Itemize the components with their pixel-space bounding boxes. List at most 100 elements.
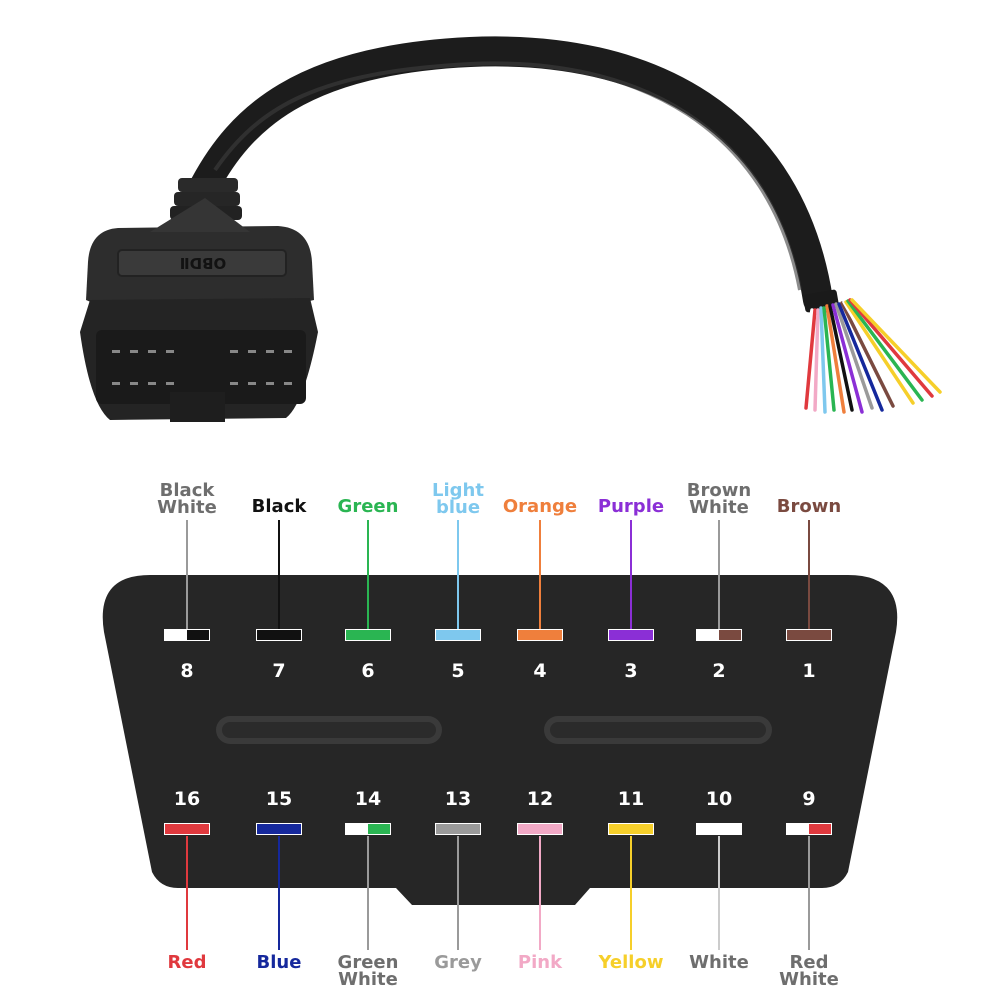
pin-16-label: Red — [127, 952, 247, 973]
pin-9-color — [787, 824, 809, 834]
pin-13-lead — [457, 836, 459, 950]
pin-14-label-line: White — [338, 969, 398, 990]
pin-3-color — [609, 630, 653, 640]
pin-3-swatch — [608, 629, 654, 641]
pin-5-color — [436, 630, 480, 640]
pin-14-label-line: Green — [337, 952, 399, 973]
pin-4-label: Orange — [480, 498, 600, 516]
pin-6-swatch — [345, 629, 391, 641]
pin-2-number: 2 — [712, 660, 726, 682]
pin-14-swatch — [345, 823, 391, 835]
pin-10-color — [697, 824, 741, 834]
bare-wires — [793, 298, 942, 414]
pin-7-label: Black — [219, 496, 339, 517]
pin-11-label-line: Yellow — [598, 952, 664, 973]
pin-2-color — [697, 630, 719, 640]
pin-1-number: 1 — [802, 660, 816, 682]
pin-9-lead — [808, 836, 810, 950]
pin-12-color — [518, 824, 562, 834]
pin-8-color — [187, 630, 209, 640]
pin-2-label-line: White — [689, 497, 749, 518]
pin-5-label-line: blue — [435, 497, 481, 518]
pin-2-color — [719, 630, 741, 640]
pin-14-number: 14 — [354, 788, 382, 810]
pin-15-number: 15 — [265, 788, 293, 810]
pin-8-number: 8 — [180, 660, 194, 682]
pin-5-label-line: Light — [432, 480, 484, 501]
pin-15-label-line: Blue — [256, 952, 302, 973]
pin-16-color — [165, 824, 209, 834]
pin-10-label: White — [659, 952, 779, 973]
pin-7-label-line: Black — [251, 496, 307, 517]
pin-5-number: 5 — [451, 660, 465, 682]
pin-8-lead — [186, 520, 188, 630]
pin-15-color — [257, 824, 301, 834]
connector-label: OBDⅡ — [180, 254, 227, 272]
pin-1-swatch — [786, 629, 832, 641]
pin-10-number: 10 — [705, 788, 733, 810]
pin-9-swatch — [786, 823, 832, 835]
pin-8-color — [165, 630, 187, 640]
pin-9-color — [809, 824, 831, 834]
pin-12-label: Pink — [480, 952, 600, 973]
pin-14-color — [368, 824, 390, 834]
pin-15-label: Blue — [219, 952, 339, 973]
cable — [190, 36, 833, 315]
pin-4-lead — [539, 520, 541, 630]
pin-11-label: Yellow — [571, 952, 691, 973]
pin-4-color — [518, 630, 562, 640]
pin-15-swatch — [256, 823, 302, 835]
pin-13-label: Grey — [398, 954, 518, 972]
pin-8-swatch — [164, 629, 210, 641]
pin-1-lead — [808, 520, 810, 630]
pin-4-number: 4 — [533, 660, 547, 682]
pin-3-lead — [630, 520, 632, 630]
pin-2-lead — [718, 520, 720, 630]
pin-16-swatch — [164, 823, 210, 835]
pin-11-lead — [630, 836, 632, 950]
pin-10-lead — [718, 836, 720, 950]
pin-5-lead — [457, 520, 459, 630]
pin-16-label-line: Red — [167, 952, 207, 973]
pin-6-number: 6 — [361, 660, 375, 682]
pin-14-lead — [367, 836, 369, 950]
pin-1-label-line: Brown — [776, 496, 842, 517]
pin-11-number: 11 — [617, 788, 645, 810]
pin-9-number: 9 — [802, 788, 816, 810]
pin-11-swatch — [608, 823, 654, 835]
pin-5-swatch — [435, 629, 481, 641]
pin-3-label: Purple — [571, 496, 691, 517]
pin-8-label-line: White — [157, 497, 217, 518]
pin-7-color — [257, 630, 301, 640]
pin-12-label-line: Pink — [517, 952, 563, 973]
pin-13-number: 13 — [444, 788, 472, 810]
pin-6-lead — [367, 520, 369, 630]
connector-face — [102, 575, 898, 905]
pin-3-label-line: Purple — [597, 496, 665, 517]
obd-connector — [80, 198, 318, 422]
pin-2-swatch — [696, 629, 742, 641]
pin-13-color — [436, 824, 480, 834]
pin-6-label-line: Green — [337, 496, 399, 517]
pin-7-number: 7 — [272, 660, 286, 682]
pin-15-lead — [278, 836, 280, 950]
pin-10-swatch — [696, 823, 742, 835]
pin-6-color — [346, 630, 390, 640]
pin-11-color — [609, 824, 653, 834]
pin-10-label-line: White — [689, 952, 749, 973]
pin-1-label: Brown — [749, 496, 869, 517]
pin-4-swatch — [517, 629, 563, 641]
connector-pins — [112, 350, 292, 385]
pin-12-number: 12 — [526, 788, 554, 810]
pin-8-label-line: Black — [159, 480, 215, 501]
pin-16-number: 16 — [173, 788, 201, 810]
pin-14-color — [346, 824, 368, 834]
pin-9-label-line: Red — [789, 952, 829, 973]
pin-6-label: Green — [308, 496, 428, 517]
obd-cable-photo: OBDⅡ — [80, 36, 942, 422]
